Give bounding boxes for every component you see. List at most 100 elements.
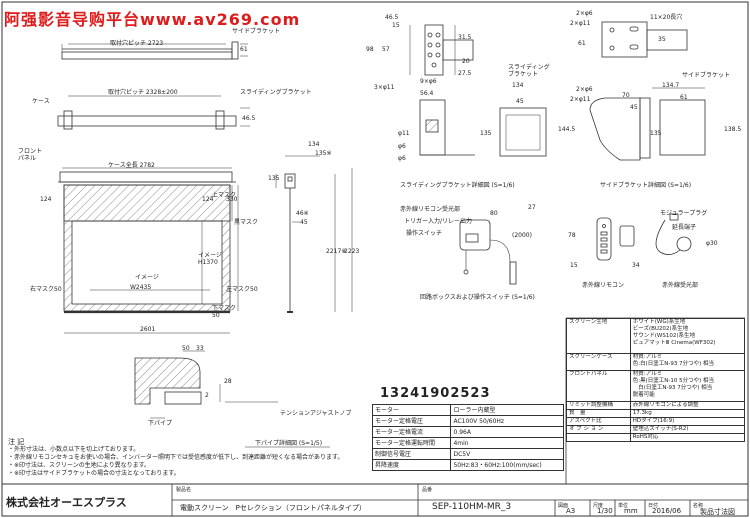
- unit: mm: [624, 507, 638, 515]
- trigger-label: トリガー入力/リレー出力: [404, 218, 473, 225]
- b-27-5: 27.5: [458, 70, 472, 77]
- bottom-pipe-label: 下パイプ: [148, 420, 173, 427]
- dim-135: 135: [268, 175, 280, 182]
- spec-value: 0.96A: [450, 426, 564, 438]
- scale-label: 尺度: [593, 503, 604, 509]
- b-31-5: 31.5: [458, 34, 472, 41]
- dim-134: 134: [308, 141, 320, 148]
- dim-2217: 2217※: [326, 248, 347, 255]
- date: 2016/06: [652, 507, 682, 515]
- note-line: ・※印寸法は、スクリーンの生地により異なります。: [8, 462, 151, 469]
- case-label: ケース: [32, 98, 50, 105]
- material-key: アスペクト比: [566, 417, 631, 426]
- b-70: 70: [622, 92, 630, 99]
- b-45-b: 45: [630, 104, 638, 111]
- c-2000: (2000): [512, 232, 532, 239]
- note-line: ・※印寸法はサイドブラケットの場合の寸法となっております。: [8, 470, 180, 477]
- b-135-a: 135: [480, 130, 492, 137]
- material-value: HDタイプ(16:9): [629, 417, 746, 426]
- material-value: 材質:アルミ 色:白(日塗工N-93 7分つや) 相当: [629, 353, 746, 371]
- product-label: 製品名: [176, 487, 192, 493]
- b-46-5: 46.5: [385, 14, 399, 21]
- spec-value: 50Hz:83・60Hz:100(mm/sec): [450, 459, 564, 471]
- material-key: オ プ シ ョ ン: [566, 425, 631, 434]
- size-label: 図面: [558, 503, 569, 509]
- spec-key: 制御信号電圧: [371, 448, 452, 460]
- spec-key: 昇降速度: [371, 459, 452, 471]
- c-34: 34: [632, 262, 640, 269]
- b-15: 15: [392, 22, 400, 29]
- dim-46-star: 46※: [296, 210, 309, 217]
- note-line: ・赤外線リモコンセキュをお使いの場合、インバーター照明下では受信感度が低下し、到…: [8, 454, 344, 461]
- b-144-5: 144.5: [558, 126, 576, 133]
- image-height-label: イメージ H1370: [198, 252, 222, 266]
- left-mask-label: 左マスク50: [226, 286, 258, 293]
- material-row: リミット調整機構赤外線リモコンによる調整: [566, 401, 746, 410]
- b-134-7: 134.7: [662, 82, 680, 89]
- bottom-mask-label: 下マスク 50: [212, 305, 237, 319]
- notes: 注 記 ・外形寸法は、小数点以下を切上げております。 ・赤外線リモコンセキュをお…: [8, 438, 343, 478]
- b-holes-9x6: 9×φ6: [420, 78, 437, 85]
- material-key: [566, 433, 631, 442]
- material-value: 17.3kg: [629, 409, 746, 418]
- scale: 1/30: [597, 507, 613, 515]
- dim-61: 61: [240, 46, 248, 53]
- right-mask-label: 右マスク50: [30, 286, 62, 293]
- spec-value: DC5V: [450, 448, 564, 460]
- b-d6b: φ6: [398, 155, 406, 162]
- model-number: SEP-110HM-MR_3: [432, 502, 512, 512]
- control-box-title: 回路ボックスおよび操作スイッチ (S=1/6): [420, 294, 535, 301]
- material-row: フロントパネル材質:アルミ 色:黒(日塗工N-10 5分つや) 相当 白(日塗工…: [566, 370, 746, 402]
- b-57: 57: [382, 46, 390, 53]
- b-d11: φ11: [398, 130, 410, 137]
- c-27: 27: [528, 204, 536, 211]
- spec-row: モーターローラー内蔵型: [371, 404, 564, 416]
- b-holes-2x6-b: 2×φ6: [576, 86, 593, 93]
- b-d6: φ6: [398, 143, 406, 150]
- date-label: 日付: [648, 503, 659, 509]
- dim-2223: 2223: [344, 248, 360, 255]
- dim-124-b: 124: [202, 196, 214, 203]
- b-134-a: 134: [512, 82, 524, 89]
- material-row: RoHS対応: [566, 433, 746, 442]
- side-detail-title: サイドブラケット詳細図 (S=1/6): [600, 182, 692, 189]
- material-value: 材質:アルミ 色:黒(日塗工N-10 5分つや) 相当 白(日塗工N-93 7分…: [629, 370, 746, 402]
- sliding-detail-title: スライディングブラケット詳細図 (S=1/6): [400, 182, 515, 189]
- material-key: フロントパネル: [566, 370, 631, 402]
- module-plug-label: モジュラープラグ: [660, 210, 708, 217]
- width-2601: 2601: [140, 326, 156, 333]
- dim-45: 45: [300, 219, 308, 226]
- doc-label: 名称: [693, 503, 704, 509]
- material-key: スクリーンケース: [566, 353, 631, 371]
- side-bracket-label: サイドブラケット: [232, 28, 281, 35]
- ir-unit-label: 赤外線受光部: [662, 282, 699, 289]
- spec-key: モーター定格電圧: [371, 415, 452, 427]
- b-138-5: 138.5: [724, 126, 742, 133]
- spec-key: モーター定格電流: [371, 426, 452, 438]
- material-row: スクリーン生地ホワイト(WG)系生地 ビーズ(BU202)系生地 サウンド(WS…: [566, 318, 746, 354]
- ir-receiver-label: 赤外線リモコン受光部: [400, 206, 461, 213]
- phone-number: 13241902523: [380, 386, 491, 401]
- b-61-b: 61: [680, 94, 688, 101]
- material-row: オ プ シ ョ ン壁埋込スイッチ(S-R2): [566, 425, 746, 434]
- product-name: 電動スクリーン Pセレクション（フロントパネルタイプ）: [180, 504, 366, 512]
- b-slot: 11×20長穴: [650, 14, 683, 21]
- material-key: 質 量: [566, 409, 631, 418]
- tension-knob-label: テンションアジャストノブ: [280, 410, 352, 417]
- remote-label: 赤外線リモコン: [582, 282, 625, 289]
- c-78: 78: [568, 232, 576, 239]
- dim-46-5: 46.5: [242, 115, 256, 122]
- dim-33: 33: [196, 345, 204, 352]
- spec-value: AC100V 50/60Hz: [450, 415, 564, 427]
- side-bracket-2: サイドブラケット: [682, 72, 731, 79]
- top-mask-label: 上マスク: [212, 192, 237, 199]
- sliding-bracket-label: スライディングブラケット: [240, 89, 312, 96]
- b-holes-3x11: 3×φ11: [374, 84, 395, 91]
- b-56-4: 56.4: [420, 90, 434, 97]
